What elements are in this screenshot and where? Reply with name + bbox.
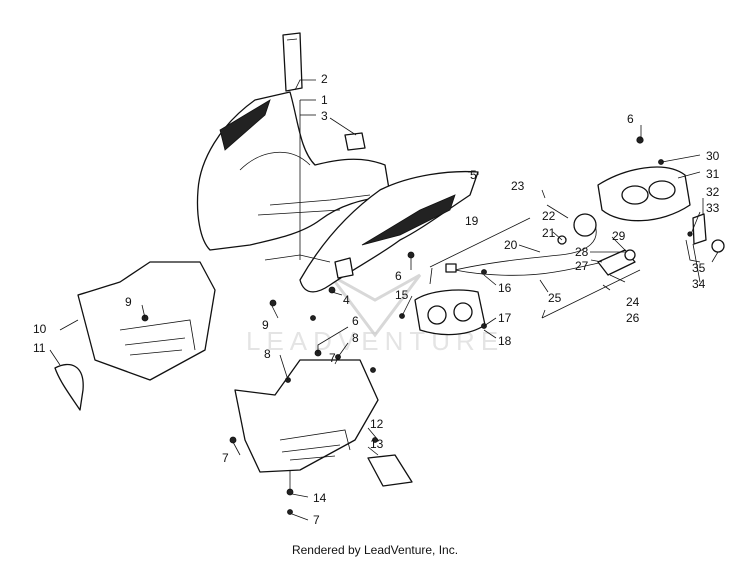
callout-labels: 2 1 3 5 6 30 31 32 33 35 34 23 19 22 21 … (33, 72, 720, 527)
right-footwell (234, 359, 379, 473)
callout-31: 31 (706, 167, 720, 181)
callout-2: 2 (321, 72, 328, 86)
callout-14: 14 (313, 491, 327, 505)
wiring-harness (445, 213, 636, 276)
callout-4: 4 (343, 293, 350, 307)
headlight-housing (414, 289, 486, 336)
callout-1: 1 (321, 93, 328, 107)
callout-10: 10 (33, 322, 47, 336)
bracket-part (692, 213, 707, 245)
callout-34: 34 (692, 277, 706, 291)
callout-22: 22 (542, 209, 556, 223)
callout-19: 19 (465, 214, 479, 228)
callout-6-low: 6 (352, 314, 359, 328)
front-fender (196, 91, 391, 251)
callout-20: 20 (504, 238, 518, 252)
callout-7-left: 7 (222, 451, 229, 465)
callout-18: 18 (498, 334, 512, 348)
leader-lines (49, 79, 719, 521)
callout-8-left: 8 (264, 347, 271, 361)
callout-25: 25 (548, 291, 562, 305)
callout-32: 32 (706, 185, 720, 199)
callout-8-right: 8 (352, 331, 359, 345)
callout-12: 12 (370, 417, 384, 431)
callout-5: 5 (470, 168, 477, 182)
callout-7-upper: 7 (329, 351, 336, 365)
callout-26: 26 (626, 311, 640, 325)
callout-17: 17 (498, 311, 512, 325)
callout-28: 28 (575, 245, 589, 259)
callout-35: 35 (692, 261, 706, 275)
callout-15: 15 (395, 288, 409, 302)
callout-6-top: 6 (627, 112, 634, 126)
callout-11: 11 (33, 341, 46, 355)
decal-part (282, 32, 303, 92)
callout-6-mid: 6 (395, 269, 402, 283)
callout-21: 21 (542, 226, 556, 240)
callout-3: 3 (321, 109, 328, 123)
callout-9-right: 9 (262, 318, 269, 332)
callout-7-bottom: 7 (313, 513, 320, 527)
footwell-trim (54, 363, 84, 411)
callout-13: 13 (370, 437, 384, 451)
footer-credit: Rendered by LeadVenture, Inc. (291, 543, 459, 557)
callout-24: 24 (626, 295, 640, 309)
callout-33: 33 (706, 201, 720, 215)
callout-29: 29 (612, 229, 626, 243)
footrest-part (367, 454, 413, 487)
callout-30: 30 (706, 149, 720, 163)
side-panel (264, 170, 479, 293)
callout-23: 23 (511, 179, 525, 193)
callout-27: 27 (575, 259, 589, 273)
callout-9-left: 9 (125, 295, 132, 309)
callout-16: 16 (498, 281, 512, 295)
taillight-housing (597, 166, 691, 222)
